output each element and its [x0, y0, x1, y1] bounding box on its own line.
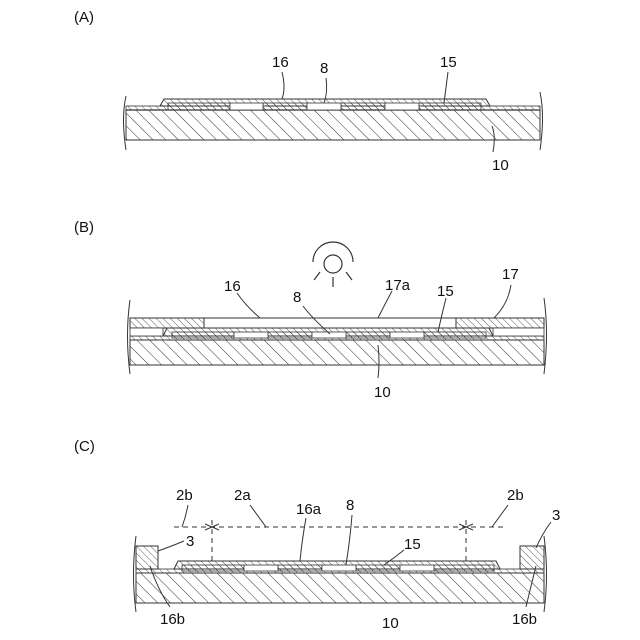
label-16a: 16a: [296, 501, 322, 518]
resist-17-right: [456, 318, 544, 328]
bank-3-right: [520, 546, 544, 569]
label-8-c: 8: [346, 497, 354, 514]
dimension-lines: [174, 520, 504, 561]
label-8-b: 8: [293, 289, 301, 306]
label-3-left: 3: [186, 533, 194, 550]
panel-c: (C): [74, 438, 560, 632]
panel-b-tag: (B): [74, 219, 94, 236]
substrate-10-a: [126, 110, 540, 140]
label-17-b: 17: [502, 266, 519, 283]
electrode-gaps-a: [230, 103, 419, 110]
label-15-b: 15: [437, 283, 454, 300]
resist-17a-opening: [204, 318, 456, 328]
label-10-a: 10: [492, 157, 509, 174]
lamp-icon: [313, 242, 353, 287]
label-17a-b: 17a: [385, 277, 411, 294]
panel-b: (B): [74, 219, 547, 401]
panel-c-tag: (C): [74, 438, 95, 455]
label-16b-right: 16b: [512, 611, 537, 628]
bank-3-left: [136, 546, 158, 569]
label-16b-left: 16b: [160, 611, 185, 628]
label-16-b: 16: [224, 278, 241, 295]
label-16-a: 16: [272, 54, 289, 71]
panel-a-tag: (A): [74, 9, 94, 26]
substrate-10-b: [130, 340, 544, 365]
resist-17-left: [130, 318, 204, 328]
label-15-a: 15: [440, 54, 457, 71]
label-8-a: 8: [320, 60, 328, 77]
substrate-10-c: [136, 573, 544, 603]
label-10-b: 10: [374, 384, 391, 401]
label-10-c: 10: [382, 615, 399, 632]
label-15-c: 15: [404, 536, 421, 553]
label-2b-left: 2b: [176, 487, 193, 504]
label-2b-right: 2b: [507, 487, 524, 504]
label-2a: 2a: [234, 487, 251, 504]
panel-a: (A) 16 8 15 10: [74, 9, 543, 174]
label-3-right: 3: [552, 507, 560, 524]
